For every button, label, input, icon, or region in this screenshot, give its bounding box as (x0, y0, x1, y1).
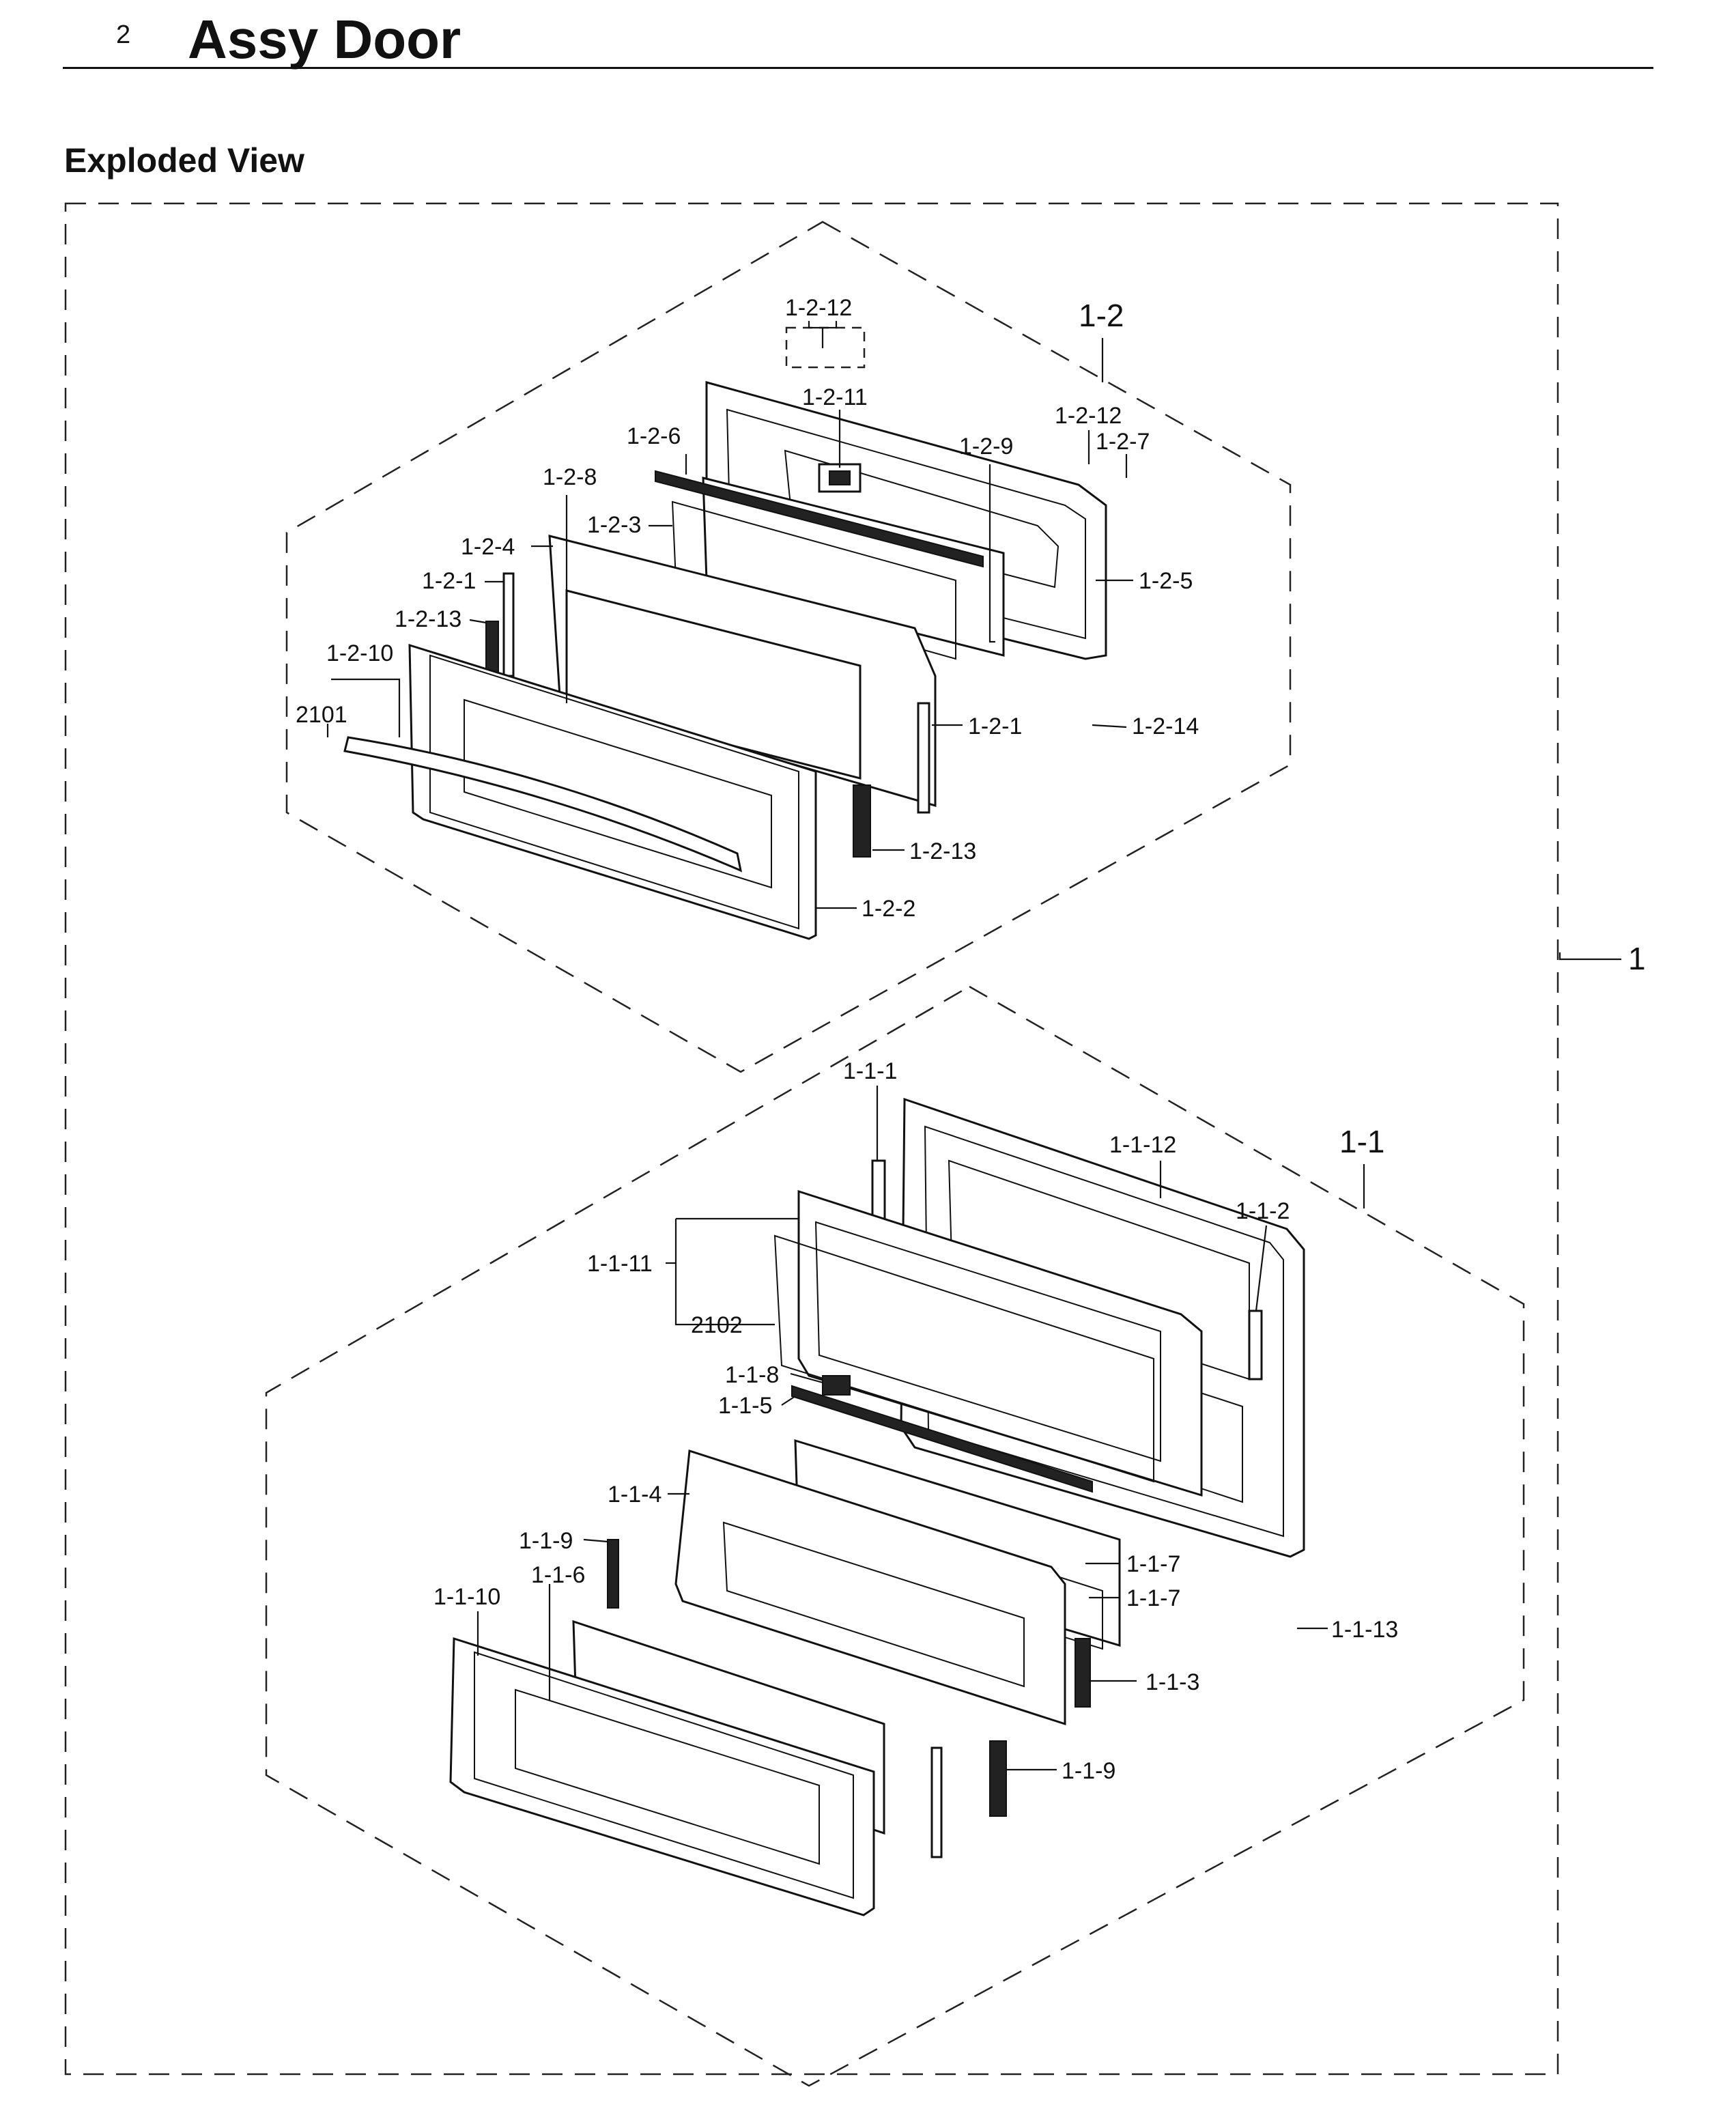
callout-1-2-7: 1-2-7 (1096, 429, 1150, 455)
callout-1-2-1-left: 1-2-1 (422, 568, 476, 594)
callout-1-1-7-a: 1-1-7 (1126, 1551, 1180, 1577)
upper-door-parts (343, 381, 1107, 940)
part-1-1-8-bracket (822, 1375, 851, 1396)
section-number: 2 (116, 20, 131, 49)
part-1-2-3-spacer (671, 500, 956, 660)
assembly-1-2-boundary (285, 221, 1292, 1073)
callout-1-1-2: 1-1-2 (1236, 1198, 1290, 1224)
callout-1-2-10: 1-2-10 (326, 640, 393, 666)
callout-1-2-2: 1-2-2 (862, 896, 915, 922)
callout-1-2-5: 1-2-5 (1139, 568, 1193, 594)
callout-1-2-6: 1-2-6 (627, 423, 681, 449)
callout-1-2: 1-2 (1079, 298, 1124, 333)
part-1-2-6-strip (655, 470, 984, 568)
callout-1-1-5: 1-1-5 (718, 1393, 772, 1419)
callout-labels: 1 1-2 1-1 1-2-12 1-2-11 1-2-12 1-2-7 1-2… (296, 295, 1646, 1784)
callout-1-1-12: 1-1-12 (1109, 1132, 1176, 1158)
leader-lines (326, 321, 1621, 1771)
part-1-1-9-latch-left (607, 1539, 619, 1609)
assembly-1-1-boundary (265, 985, 1525, 2087)
callout-1-1-3: 1-1-3 (1146, 1669, 1199, 1695)
part-1-2-9-glass (702, 477, 1005, 657)
callout-1-1-1: 1-1-1 (843, 1058, 897, 1084)
callout-1-2-12-right: 1-2-12 (1055, 403, 1122, 429)
part-1-1-11-gasket (797, 1189, 1203, 1497)
part-1-2-1-hinge-right (917, 702, 930, 814)
callout-1-1-13: 1-1-13 (1331, 1617, 1398, 1643)
part-1-1-5-strip (791, 1385, 1093, 1493)
section-subtitle: Exploded View (64, 141, 304, 180)
callout-1-2-1-right: 1-2-1 (968, 713, 1022, 739)
part-1-1-4-inner-panel (674, 1449, 1066, 1726)
page-title: Assy Door (188, 9, 461, 70)
part-1-2-13-latch-right (853, 784, 871, 858)
callout-1-1-7-b: 1-1-7 (1126, 1585, 1180, 1611)
callout-1-1-8: 1-1-8 (725, 1362, 779, 1388)
callout-1-2-13-right: 1-2-13 (909, 838, 976, 864)
callout-1-2-13-left: 1-2-13 (395, 606, 461, 632)
title-rule (63, 67, 1653, 69)
part-1-1-3-bracket (1075, 1638, 1091, 1708)
callout-1-1-4: 1-1-4 (608, 1482, 661, 1508)
assembly-1-frame (64, 202, 1559, 2076)
callout-1: 1 (1628, 941, 1646, 976)
part-1-2-10-handle (343, 736, 743, 873)
callout-1-1-10: 1-1-10 (433, 1584, 500, 1610)
callout-1-1-9-right: 1-1-9 (1062, 1758, 1115, 1784)
part-2102-seal (773, 1234, 1154, 1483)
callout-1-2-12-top: 1-2-12 (785, 295, 852, 321)
callout-1-1: 1-1 (1339, 1124, 1384, 1159)
callout-1-1-11: 1-1-11 (587, 1251, 653, 1277)
callout-1-2-11: 1-2-11 (802, 384, 868, 410)
callout-1-2-9: 1-2-9 (959, 434, 1013, 459)
callout-1-2-14: 1-2-14 (1132, 713, 1199, 739)
callout-1-2-8: 1-2-8 (543, 464, 597, 490)
part-1-1-9-side-rail (930, 1746, 943, 1858)
screw-detail-box (785, 326, 866, 369)
callout-1-2-4: 1-2-4 (461, 534, 515, 560)
callout-1-2-3: 1-2-3 (587, 512, 641, 538)
part-1-2-1-hinge (502, 572, 515, 677)
callout-1-1-6: 1-1-6 (531, 1562, 585, 1588)
part-1-1-10-outer-panel (449, 1637, 875, 1916)
part-1-1-9-latch-right (989, 1740, 1007, 1817)
lower-door-parts (449, 1097, 1305, 1916)
callout-2101: 2101 (296, 702, 347, 728)
callout-1-1-9-left: 1-1-9 (519, 1528, 573, 1554)
part-1-2-2-outer-panel (408, 643, 817, 940)
part-1-1-2-hinge (1248, 1310, 1263, 1381)
callout-2102: 2102 (691, 1312, 743, 1338)
